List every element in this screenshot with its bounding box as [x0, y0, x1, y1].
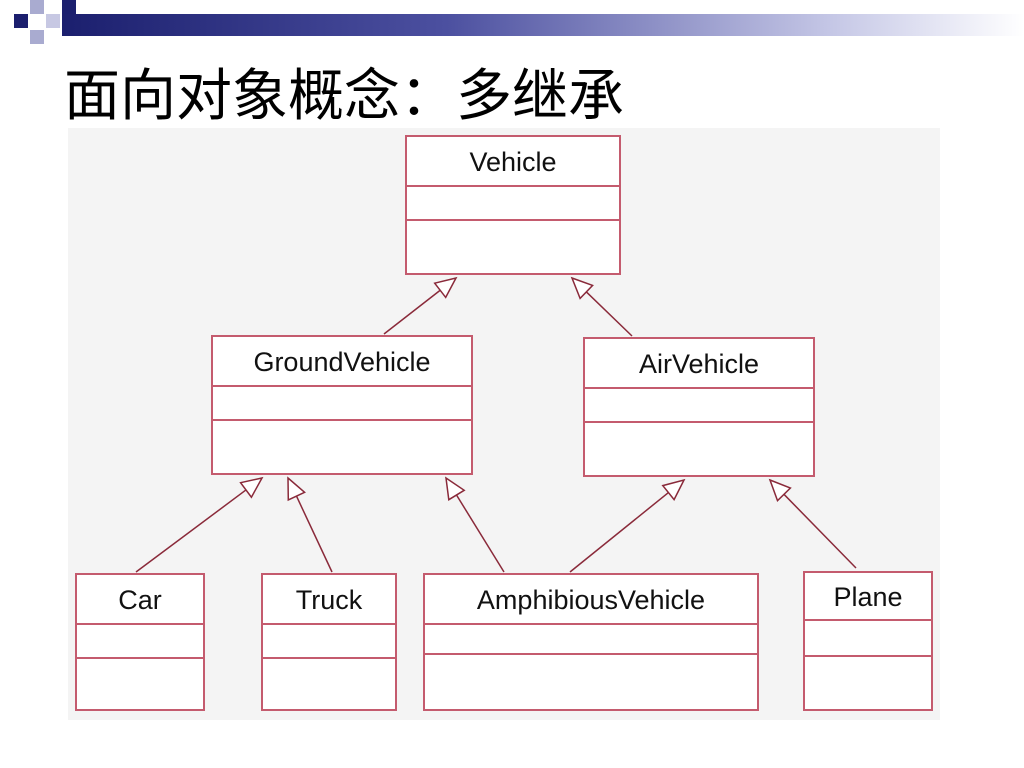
- class-box-car: Car: [75, 573, 205, 711]
- generalization-arrow-plane-to-air-vehicle: [768, 478, 857, 569]
- generalization-line: [783, 493, 857, 569]
- generalization-line: [585, 291, 633, 337]
- slide-title: 面向对象概念：多继承: [64, 64, 624, 129]
- class-box-frame: [423, 573, 759, 711]
- title-gradient-bar: [62, 14, 1024, 36]
- class-box-ground-vehicle: GroundVehicle: [211, 335, 473, 475]
- generalization-arrowhead: [661, 478, 686, 501]
- corner-square-decoration: [46, 14, 60, 28]
- generalization-line: [295, 495, 333, 573]
- generalization-arrow-air-vehicle-to-vehicle: [570, 276, 633, 337]
- class-box-frame: [803, 571, 933, 711]
- generalization-arrow-car-to-ground-vehicle: [135, 476, 264, 573]
- class-name-amphibious-vehicle: AmphibiousVehicle: [477, 585, 705, 615]
- class-box-air-vehicle: AirVehicle: [583, 337, 815, 477]
- generalization-line: [135, 489, 247, 573]
- class-name-car: Car: [118, 585, 162, 615]
- generalization-arrow-amphibious-vehicle-to-air-vehicle: [569, 478, 686, 573]
- corner-square-decoration: [14, 14, 28, 28]
- class-name-plane: Plane: [833, 582, 902, 612]
- generalization-arrow-ground-vehicle-to-vehicle: [383, 276, 458, 335]
- generalization-line: [383, 289, 441, 335]
- generalization-arrowhead: [239, 476, 264, 499]
- class-box-plane: Plane: [803, 571, 933, 711]
- class-box-amphibious-vehicle: AmphibiousVehicle: [423, 573, 759, 711]
- generalization-arrow-truck-to-ground-vehicle: [287, 476, 333, 573]
- class-box-frame: [75, 573, 205, 711]
- class-box-truck: Truck: [261, 573, 397, 711]
- class-name-ground-vehicle: GroundVehicle: [253, 347, 430, 377]
- generalization-line: [569, 491, 669, 573]
- class-name-air-vehicle: AirVehicle: [639, 349, 759, 379]
- class-box-frame: [583, 337, 815, 477]
- generalization-arrowhead: [570, 276, 594, 300]
- class-box-frame: [211, 335, 473, 475]
- generalization-arrow-amphibious-vehicle-to-ground-vehicle: [445, 476, 505, 573]
- corner-square-decoration: [30, 30, 44, 44]
- generalization-arrowhead: [287, 476, 306, 502]
- class-name-truck: Truck: [296, 585, 363, 615]
- generalization-arrowhead: [433, 276, 458, 299]
- corner-square-decoration: [62, 0, 76, 14]
- corner-square-decoration: [30, 0, 44, 14]
- class-box-vehicle: Vehicle: [405, 135, 621, 275]
- generalization-arrowhead: [445, 476, 466, 501]
- generalization-arrowhead: [768, 478, 792, 502]
- class-box-frame: [261, 573, 397, 711]
- generalization-edges: [135, 276, 857, 573]
- class-box-frame: [405, 135, 621, 275]
- class-name-vehicle: Vehicle: [469, 147, 556, 177]
- generalization-line: [455, 494, 505, 573]
